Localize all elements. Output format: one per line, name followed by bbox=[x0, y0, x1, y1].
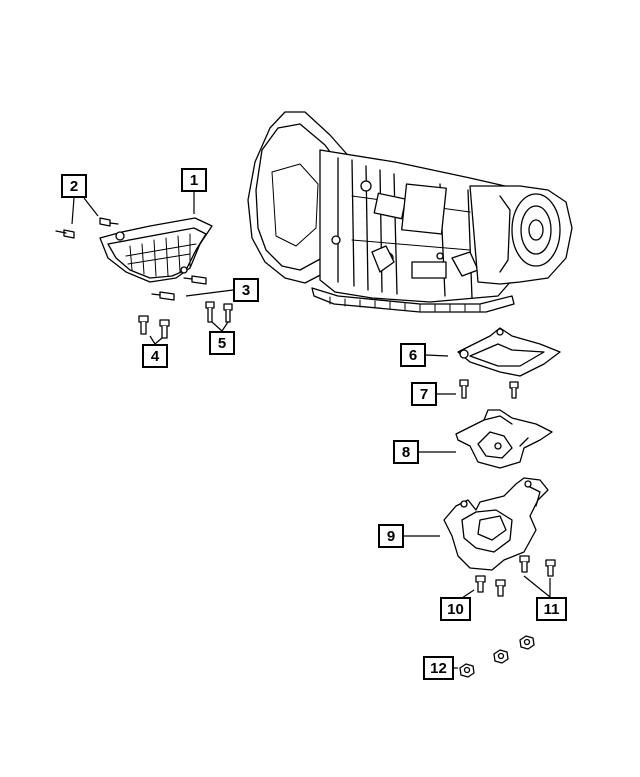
part-6-bracket bbox=[457, 327, 561, 377]
leader-lines bbox=[71, 192, 551, 669]
part-2-bolts bbox=[55, 217, 119, 239]
part-11-bolts bbox=[519, 555, 556, 577]
callout-8: 8 bbox=[393, 440, 419, 464]
callout-2: 2 bbox=[61, 174, 87, 198]
part-4-bolts bbox=[138, 315, 170, 339]
part-8-mount bbox=[455, 409, 553, 469]
callout-7: 7 bbox=[411, 382, 437, 406]
callout-9: 9 bbox=[378, 524, 404, 548]
callout-6: 6 bbox=[400, 343, 426, 367]
callout-1: 1 bbox=[181, 168, 207, 192]
callout-5: 5 bbox=[209, 331, 235, 355]
callout-3: 3 bbox=[233, 278, 259, 302]
part-1-crossmember bbox=[99, 217, 213, 283]
callout-4: 4 bbox=[142, 344, 168, 368]
part-9-mount bbox=[443, 477, 549, 571]
part-7-bolts bbox=[459, 379, 519, 399]
part-5-bolts bbox=[205, 301, 233, 323]
part-10-bolts bbox=[475, 575, 506, 597]
callout-12: 12 bbox=[423, 656, 454, 680]
transmission-assembly bbox=[247, 111, 573, 313]
part-12-nuts bbox=[459, 635, 535, 678]
callout-10: 10 bbox=[440, 597, 471, 621]
callout-11: 11 bbox=[536, 597, 567, 621]
part-3-bolts bbox=[151, 275, 207, 301]
